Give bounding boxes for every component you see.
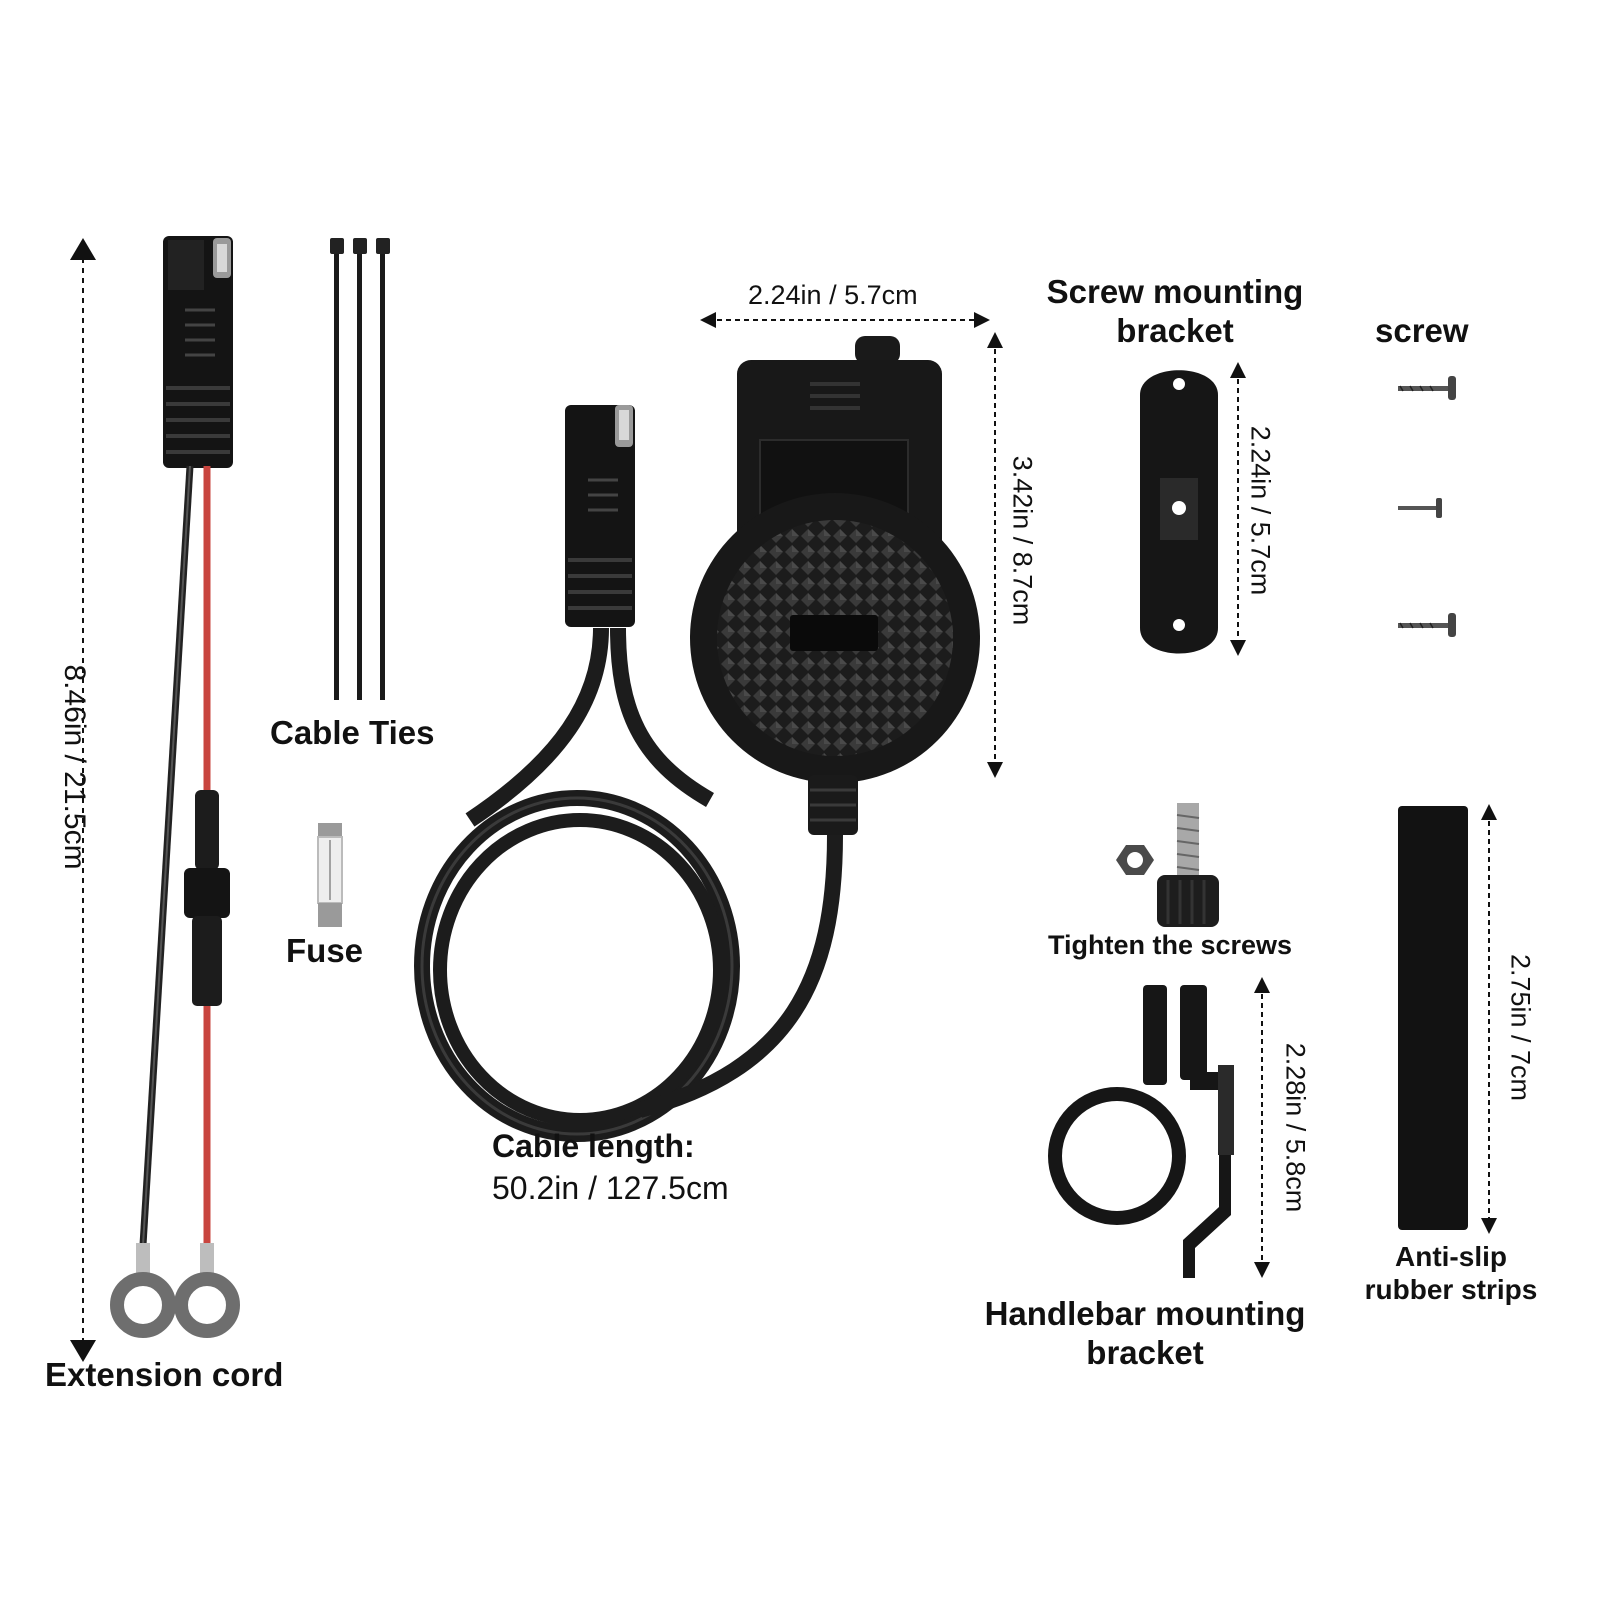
handlebar-bracket-length-label: 2.28in / 5.8cm xyxy=(1280,1042,1311,1213)
socket-height-label: 3.42in / 8.7cm xyxy=(1007,455,1038,626)
screw-icon xyxy=(1398,613,1456,637)
rubber-strip-icon xyxy=(1398,804,1497,1234)
ring-terminal-icon xyxy=(174,1243,240,1338)
inline-fuse-holder-icon xyxy=(184,790,230,1006)
screw-mounting-bracket-icon xyxy=(1140,362,1246,656)
rubber-title-line1: Anti-slip xyxy=(1395,1241,1507,1272)
cable-ties xyxy=(330,238,390,700)
cable-lead xyxy=(465,627,609,827)
extension-cord xyxy=(70,236,240,1362)
tighten-screws-label: Tighten the screws xyxy=(1048,930,1293,960)
ring-terminal-icon xyxy=(110,1243,176,1338)
cable-coil xyxy=(414,790,740,1142)
sae-connector-icon xyxy=(163,236,233,468)
usb-socket-icon xyxy=(690,336,980,835)
handlebar-title-line2: bracket xyxy=(1086,1334,1204,1371)
cable-tie-icon xyxy=(330,238,344,700)
thumb-screw-icon xyxy=(1157,803,1219,927)
rubber-strip-length-label: 2.75in / 7cm xyxy=(1505,953,1536,1102)
extension-cord-length-label: 8.46in / 21.5cm xyxy=(58,664,91,870)
rubber-title-line2: rubber strips xyxy=(1364,1274,1538,1305)
screw-icon xyxy=(1398,498,1442,518)
cable-ties-label: Cable Ties xyxy=(270,714,435,751)
anti-slip-rubber-strips-title: Anti-slip rubber strips xyxy=(1352,1240,1550,1306)
extension-cord-label: Extension cord xyxy=(45,1356,284,1393)
screw-bracket-length-label: 2.24in / 5.7cm xyxy=(1245,425,1276,596)
screw-label: screw xyxy=(1375,312,1469,349)
screw-bracket-title-line2: bracket xyxy=(1116,312,1234,349)
socket-width-label: 2.24in / 5.7cm xyxy=(748,280,918,310)
handlebar-mounting-bracket-title: Handlebar mounting bracket xyxy=(960,1294,1330,1372)
screw-mounting-bracket-title: Screw mounting bracket xyxy=(1030,272,1320,350)
screw-bracket-title-line1: Screw mounting xyxy=(1046,273,1304,310)
usb-socket-assembly xyxy=(414,312,1003,1142)
fuse-label: Fuse xyxy=(286,932,364,969)
hex-nut-icon xyxy=(1116,845,1154,875)
cable-tie-icon xyxy=(376,238,390,700)
glass-fuse-icon xyxy=(317,823,343,927)
handlebar-mounting-bracket-icon xyxy=(1048,977,1270,1278)
cable-length-title: Cable length: xyxy=(492,1128,695,1164)
cable-length-value: 50.2in / 127.5cm xyxy=(492,1170,729,1206)
handlebar-title-line1: Handlebar mounting xyxy=(984,1295,1306,1332)
arrow-down-icon xyxy=(70,1340,96,1362)
cable-tie-icon xyxy=(353,238,367,700)
screw-icon xyxy=(1398,376,1456,400)
arrow-up-icon xyxy=(70,238,96,260)
sae-connector-icon xyxy=(565,405,635,627)
